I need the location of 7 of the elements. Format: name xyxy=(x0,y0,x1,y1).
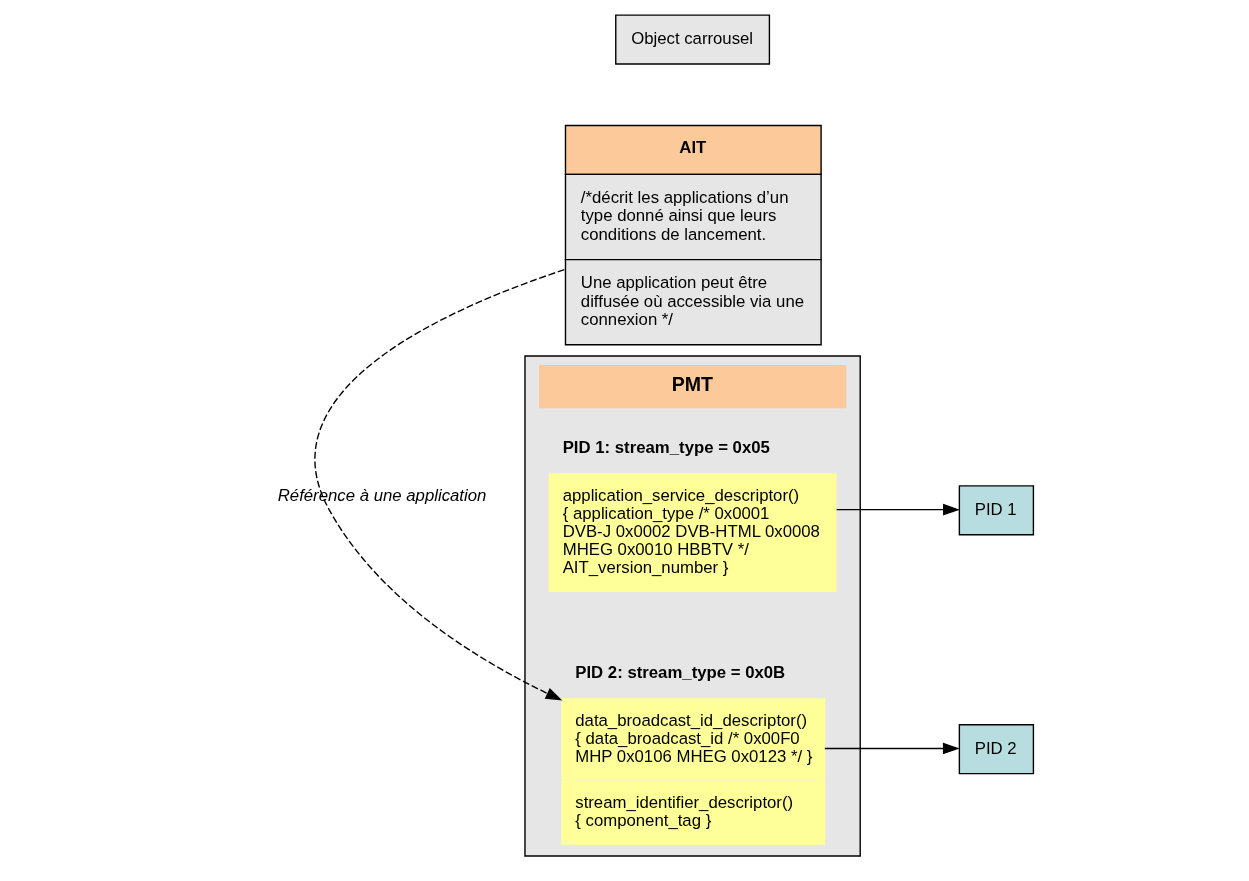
arrow xyxy=(314,269,565,701)
arrow xyxy=(824,742,960,755)
arrow xyxy=(835,503,960,516)
node-label: PID 1: stream_type = 0x05 xyxy=(562,438,770,458)
edge-label: Référence à une application xyxy=(277,486,487,506)
node-label: PID 2: stream_type = 0x0B xyxy=(575,663,786,683)
node-box: application_service_descriptor() { application_type /* 0x0001 DVB-J 0x0002 DVB-HTML 0x0008 MHEG 0x0010 HBBTV */ AIT_version_number } xyxy=(548,473,837,593)
